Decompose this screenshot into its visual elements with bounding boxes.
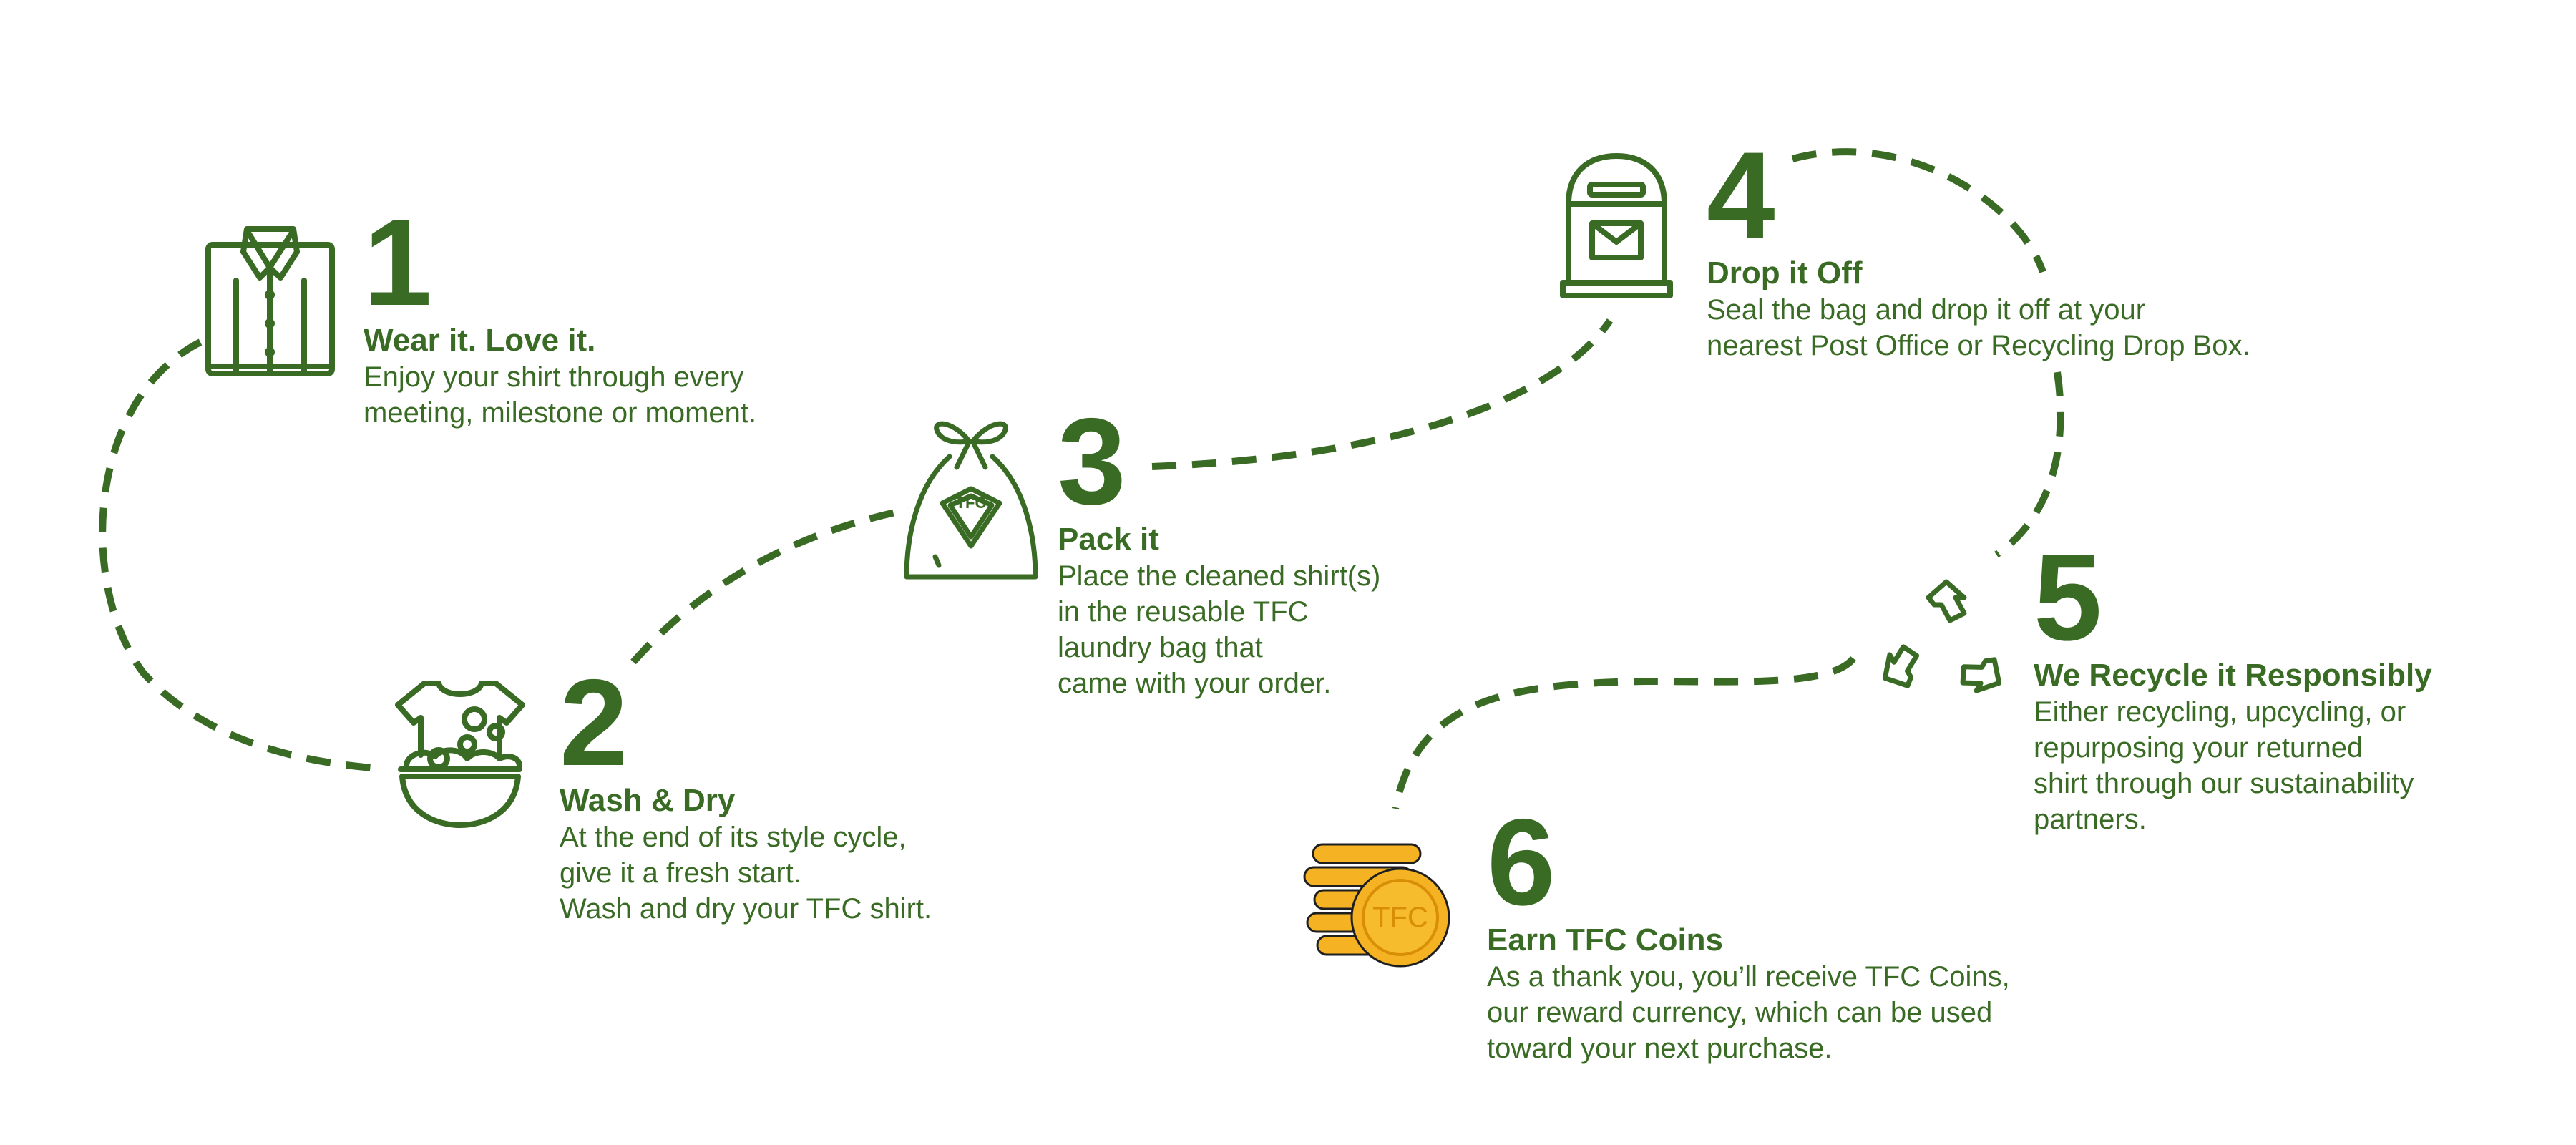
step-number: 1 — [364, 194, 432, 331]
step-6: 6 Earn TFC Coins As a thank you, you’ll … — [1487, 794, 2010, 1066]
step-number: 3 — [1058, 393, 1126, 530]
mailbox-icon — [1560, 150, 1673, 301]
step-number: 4 — [1707, 127, 1775, 264]
connector-1-2 — [99, 338, 373, 771]
step-4: 4 Drop it Off Seal the bag and drop it o… — [1707, 127, 2250, 364]
shirt-icon — [204, 223, 336, 377]
step-description: Enjoy your shirt through every meeting, … — [364, 361, 757, 429]
step-1: 1 Wear it. Love it. Enjoy your shirt thr… — [364, 194, 757, 431]
step-title: Drop it Off — [1707, 255, 1863, 291]
step-2: 2 Wash & Dry At the end of its style cyc… — [560, 654, 932, 927]
connector-2-3 — [630, 506, 909, 665]
step-number: 2 — [560, 654, 628, 791]
laundry-bag-icon: TFC — [903, 414, 1039, 585]
step-description: At the end of its style cycle, give it a… — [560, 822, 932, 925]
step-number: 5 — [2034, 529, 2102, 666]
step-description: Either recycling, upcycling, or repurpos… — [2034, 696, 2414, 835]
coins-icon: TFC — [1299, 837, 1453, 970]
connector-4-5 — [1791, 148, 2064, 558]
step-title: Earn TFC Coins — [1487, 922, 1724, 958]
step-description: As a thank you, you’ll receive TFC Coins… — [1487, 961, 2010, 1064]
step-title: Wash & Dry — [560, 783, 736, 818]
connector-3-4 — [1151, 318, 1614, 470]
step-title: We Recycle it Responsibly — [2034, 658, 2432, 693]
washing-bowl-icon — [392, 676, 528, 830]
bag-logo-text: TFC — [955, 494, 987, 512]
step-3: 3 Pack it Place the cleaned shirt(s) in … — [1058, 393, 1381, 701]
step-number: 6 — [1487, 794, 1556, 931]
step-description: Seal the bag and drop it off at your nea… — [1707, 294, 2250, 361]
recycle-icon — [1878, 576, 2009, 706]
connector-5-6 — [1392, 656, 1856, 809]
step-5: 5 We Recycle it Responsibly Either recyc… — [2034, 529, 2432, 837]
step-description: Place the cleaned shirt(s) in the reusab… — [1058, 560, 1381, 699]
step-title: Pack it — [1058, 522, 1159, 557]
coin-text: TFC — [1372, 902, 1428, 933]
step-title: Wear it. Love it. — [364, 323, 596, 358]
